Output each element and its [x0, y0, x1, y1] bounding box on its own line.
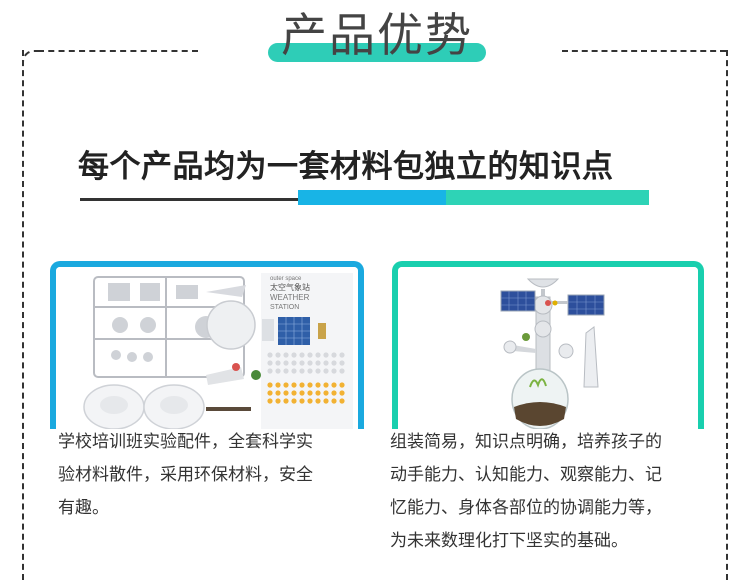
kit-bead: [331, 398, 337, 404]
text-line: 动手能力、认知能力、观察能力、记: [390, 465, 662, 485]
kit-bead: [291, 360, 297, 366]
kit-bead: [283, 382, 289, 388]
kit-bead: [283, 390, 289, 396]
kit-parts-image: outer space 太空气象站 WEATHER STATION: [56, 267, 358, 429]
kit-bead: [291, 352, 297, 358]
kit-bead: [283, 368, 289, 374]
kit-bead: [291, 390, 297, 396]
kit-bead: [291, 368, 297, 374]
kit-bead: [339, 360, 345, 366]
box-label-en1: WEATHER: [270, 293, 310, 302]
kit-bead: [291, 398, 297, 404]
solar-panel-left: [500, 290, 536, 312]
kit-bead: [267, 360, 273, 366]
kit-bead: [339, 390, 345, 396]
kit-bead: [331, 390, 337, 396]
heading-underline-green: [446, 190, 649, 205]
kit-bead: [323, 398, 329, 404]
kit-bead: [315, 360, 321, 366]
text-line: 为未来数理化打下坚实的基础。: [390, 531, 628, 551]
kit-bead: [299, 368, 305, 374]
solar-panel-right: [567, 294, 605, 316]
text-line: 组装简易，知识点明确，培养孩子的: [390, 432, 662, 452]
kit-bead: [275, 352, 281, 358]
kit-bead: [267, 398, 273, 404]
kit-bead: [283, 360, 289, 366]
box-label-en2: STATION: [270, 304, 299, 311]
assembled-station-image: [398, 267, 698, 429]
kit-bead: [339, 352, 345, 358]
kit-bead: [307, 382, 313, 388]
kit-bead: [331, 368, 337, 374]
kit-bead: [315, 390, 321, 396]
kit-bead: [283, 352, 289, 358]
kit-parts-card: outer space 太空气象站 WEATHER STATION: [50, 261, 364, 429]
kit-bead: [299, 352, 305, 358]
frame-right-dash: [726, 50, 728, 580]
kit-bead: [267, 368, 273, 374]
kit-bead: [315, 368, 321, 374]
kit-bead: [323, 368, 329, 374]
frame-top-left-dash: [38, 50, 198, 52]
kit-bead: [323, 390, 329, 396]
kit-bead: [323, 382, 329, 388]
heading-underline-dark: [80, 198, 300, 201]
page-title: 产品优势: [281, 8, 473, 62]
frame-left-dash: [22, 50, 24, 580]
kit-bead: [315, 382, 321, 388]
kit-bead: [299, 382, 305, 388]
frame-top-right-dash: [562, 50, 726, 52]
kit-bead: [291, 382, 297, 388]
kit-bead: [275, 398, 281, 404]
kit-bead: [307, 398, 313, 404]
text-line: 学校培训班实验配件，全套科学实: [58, 432, 313, 452]
kit-bead: [323, 360, 329, 366]
kit-bead: [267, 390, 273, 396]
kit-bead: [339, 382, 345, 388]
kit-bead: [299, 360, 305, 366]
kit-bead: [331, 352, 337, 358]
box-label-small: outer space: [270, 276, 302, 282]
frame-corner: [22, 50, 40, 68]
kit-bead: [275, 368, 281, 374]
kit-bead: [315, 398, 321, 404]
kit-bead: [275, 390, 281, 396]
kit-bead: [283, 398, 289, 404]
kit-bead: [307, 368, 313, 374]
card-left-description: 学校培训班实验配件，全套科学实 验材料散件，采用环保材料，安全 有趣。: [58, 426, 353, 525]
kit-bead: [331, 360, 337, 366]
assembled-station-card: [392, 261, 704, 429]
kit-bead: [331, 382, 337, 388]
section-heading: 每个产品均为一套材料包独立的知识点: [78, 149, 614, 185]
kit-bead: [267, 382, 273, 388]
kit-bead: [323, 352, 329, 358]
kit-bead: [339, 368, 345, 374]
kit-bead: [299, 390, 305, 396]
kit-bead: [315, 352, 321, 358]
text-line: 验材料散件，采用环保材料，安全: [58, 465, 313, 485]
text-line: 忆能力、身体各部位的协调能力等，: [390, 498, 662, 518]
title-highlight-band: [268, 43, 486, 62]
kit-bead: [307, 352, 313, 358]
kit-bead: [267, 352, 273, 358]
kit-bead: [339, 398, 345, 404]
card-right-description: 组装简易，知识点明确，培养孩子的 动手能力、认知能力、观察能力、记 忆能力、身体…: [390, 426, 695, 558]
kit-bead: [275, 382, 281, 388]
heading-underline-blue: [298, 190, 448, 205]
text-line: 有趣。: [58, 498, 109, 518]
kit-bead: [307, 390, 313, 396]
kit-bead: [275, 360, 281, 366]
kit-bead: [299, 398, 305, 404]
kit-bead: [307, 360, 313, 366]
box-label-cn: 太空气象站: [270, 282, 310, 292]
